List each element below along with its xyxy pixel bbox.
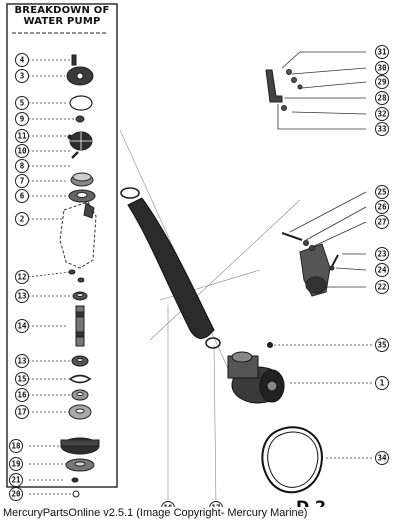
- callout-number: 8: [20, 162, 25, 171]
- callout-circle: [375, 376, 389, 390]
- callout-circle: [375, 263, 389, 277]
- bottom-left-parts: [60, 437, 100, 498]
- callout-number: 5: [20, 99, 25, 108]
- callout-number: 16: [17, 391, 27, 400]
- callout-number: 14: [17, 322, 27, 331]
- callout-number: 12: [17, 273, 26, 282]
- callout-circle: [375, 215, 389, 229]
- top-right-leaders: [277, 51, 367, 130]
- callout-circle: [15, 174, 29, 188]
- copyright-footer: MercuryPartsOnline v2.5.1 (Image Copyrig…: [0, 507, 400, 521]
- callout-number: 13: [17, 292, 27, 301]
- panel-title: BREAKDOWN OF WATER PUMP: [11, 5, 113, 27]
- callout-circle: [15, 144, 29, 158]
- breakdown-panel-frame: [6, 3, 118, 488]
- callout-circle: [375, 185, 389, 199]
- pump-body: [227, 342, 285, 404]
- callout-circle: [375, 61, 389, 75]
- callout-number: 17: [17, 408, 26, 417]
- lower-right-leaders: [274, 344, 372, 459]
- water-hose: [127, 197, 215, 339]
- background-leaders: [119, 129, 301, 506]
- callout-circle: [375, 451, 389, 465]
- callout-number: 33: [377, 125, 387, 134]
- callout-number: 1: [380, 379, 385, 388]
- callout-number: 22: [377, 283, 386, 292]
- callout-number: 34: [377, 454, 387, 463]
- callout-number: 32: [377, 110, 386, 119]
- panel-title-line1: BREAKDOWN OF: [14, 5, 110, 16]
- callout-number: 28: [377, 94, 387, 103]
- callout-number: 21: [11, 476, 21, 485]
- callout-circle: [15, 53, 29, 67]
- callout-number: 23: [377, 250, 387, 259]
- callout-number: 7: [20, 177, 25, 186]
- callout-circle: [375, 247, 389, 261]
- callout-circle: [375, 122, 389, 136]
- callout-number: 4: [20, 56, 25, 65]
- callout-number: 25: [377, 188, 386, 197]
- left-leaders: [27, 59, 76, 495]
- callout-circle: [15, 159, 29, 173]
- callout-circle: [15, 354, 29, 368]
- hose-clamp-lower: [205, 337, 221, 349]
- drive-belt: [261, 426, 323, 494]
- callout-circle: [15, 96, 29, 110]
- callout-circle: [15, 69, 29, 83]
- drain-tube-assembly: [265, 69, 303, 111]
- callout-circle: [15, 372, 29, 386]
- callout-circle: [15, 405, 29, 419]
- callout-number: 27: [377, 218, 386, 227]
- callout-circle: [375, 200, 389, 214]
- callout-number: 20: [11, 490, 21, 499]
- callout-circle: [375, 280, 389, 294]
- panel-parts: [59, 54, 97, 420]
- callout-circle: [15, 129, 29, 143]
- callout-circle: [375, 75, 389, 89]
- panel-title-line2: WATER PUMP: [23, 16, 101, 27]
- callout-circle: [9, 439, 23, 453]
- callout-circle: [15, 212, 29, 226]
- callout-number: 6: [20, 192, 25, 201]
- callout-circle: [9, 487, 23, 501]
- callout-number: 31: [377, 48, 387, 57]
- callout-number: 11: [17, 132, 27, 141]
- bracket-assembly: [281, 232, 339, 297]
- callout-circle: [375, 45, 389, 59]
- callout-number: 29: [377, 78, 387, 87]
- callout-number: 13: [17, 357, 27, 366]
- hose-clamp-top: [120, 187, 140, 199]
- callout-number: 10: [17, 147, 27, 156]
- callout-number: 19: [11, 460, 21, 469]
- callout-number: 15: [17, 375, 26, 384]
- callout-number: 30: [377, 64, 387, 73]
- callout-circle: [9, 457, 23, 471]
- callout-circle: [15, 189, 29, 203]
- callout-number: 3: [20, 72, 25, 81]
- callout-circle: [15, 112, 29, 126]
- callout-number: 26: [377, 203, 387, 212]
- callout-circle: [15, 388, 29, 402]
- callout-number: 9: [20, 115, 25, 124]
- callout-number: 35: [377, 341, 386, 350]
- callout-circle: [9, 473, 23, 487]
- mid-right-leaders: [289, 191, 367, 288]
- callout-number: 24: [377, 266, 387, 275]
- callout-number: 2: [20, 215, 25, 224]
- callout-circle: [15, 270, 29, 284]
- callout-circle: [15, 289, 29, 303]
- callout-circle: [375, 91, 389, 105]
- callout-circle: [375, 338, 389, 352]
- callout-circle: [15, 319, 29, 333]
- callout-number: 18: [11, 442, 21, 451]
- callout-circle: [375, 107, 389, 121]
